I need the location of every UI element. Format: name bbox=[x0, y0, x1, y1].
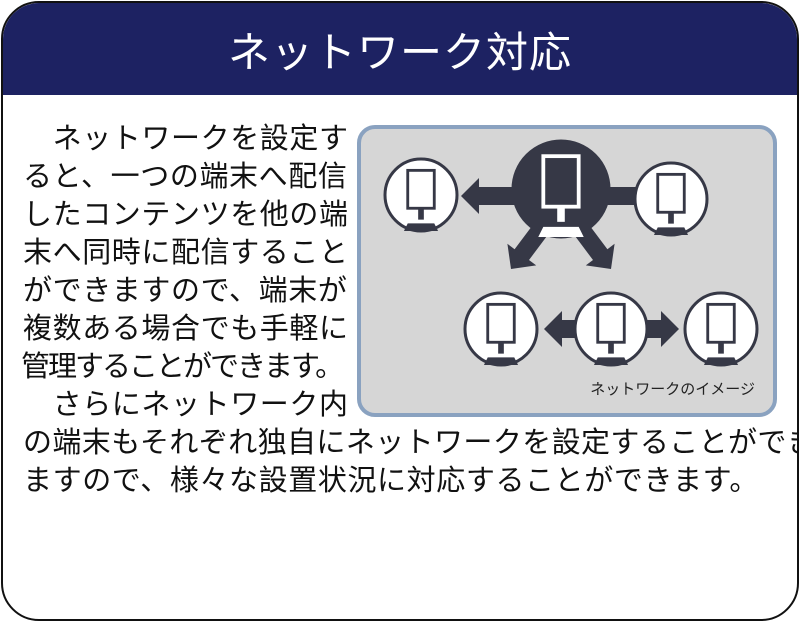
display-stand-icon bbox=[498, 342, 504, 354]
network-diagram bbox=[383, 139, 759, 367]
arrow-icon bbox=[461, 178, 521, 214]
header-bar: ネットワーク対応 bbox=[3, 3, 797, 95]
body-text-line: さらにネットワーク内 bbox=[23, 387, 349, 421]
display-icon bbox=[541, 154, 581, 209]
figure-caption: ネットワークのイメージ bbox=[590, 380, 755, 398]
body-text-line: 管理することができます。 bbox=[21, 349, 344, 383]
body-text-line: ますので、様々な設置状況に対応することができます。 bbox=[23, 463, 759, 497]
arrow-icon bbox=[507, 223, 549, 269]
arrow-icon bbox=[646, 311, 679, 347]
display-base-icon bbox=[593, 357, 629, 365]
display-base-icon bbox=[703, 357, 739, 365]
body-text-line: 複数ある場合でも手軽に bbox=[23, 311, 349, 345]
display-icon bbox=[596, 302, 626, 344]
body-text-line: 末へ同時に配信すること bbox=[23, 235, 349, 269]
body-text-line: ネットワークを設定す bbox=[23, 121, 349, 155]
display-icon bbox=[406, 168, 436, 210]
display-stand-icon bbox=[418, 208, 424, 220]
display-icon bbox=[706, 302, 736, 344]
display-base-icon bbox=[483, 357, 519, 365]
display-icon bbox=[486, 302, 516, 344]
arrow-icon bbox=[544, 311, 576, 347]
display-base-icon bbox=[653, 227, 689, 235]
display-stand-icon bbox=[718, 342, 724, 354]
arrow-icon bbox=[573, 223, 615, 269]
network-image: ネットワークのイメージ bbox=[357, 125, 777, 417]
display-stand-icon bbox=[668, 212, 674, 224]
page-title: ネットワーク対応 bbox=[227, 27, 572, 77]
display-stand-icon bbox=[557, 206, 565, 222]
body-text-line: ると、一つの端末へ配信 bbox=[23, 159, 348, 193]
body-text-line: したコンテンツを他の端 bbox=[23, 197, 349, 231]
display-base-icon bbox=[403, 223, 439, 231]
display-stand-icon bbox=[608, 342, 614, 354]
body-text-line: の端末もそれぞれ独自にネットワークを設定することができ bbox=[23, 425, 799, 459]
body-text-line: ができますので、端末が bbox=[23, 273, 348, 307]
display-icon bbox=[656, 172, 686, 214]
display-base-icon bbox=[538, 226, 584, 237]
